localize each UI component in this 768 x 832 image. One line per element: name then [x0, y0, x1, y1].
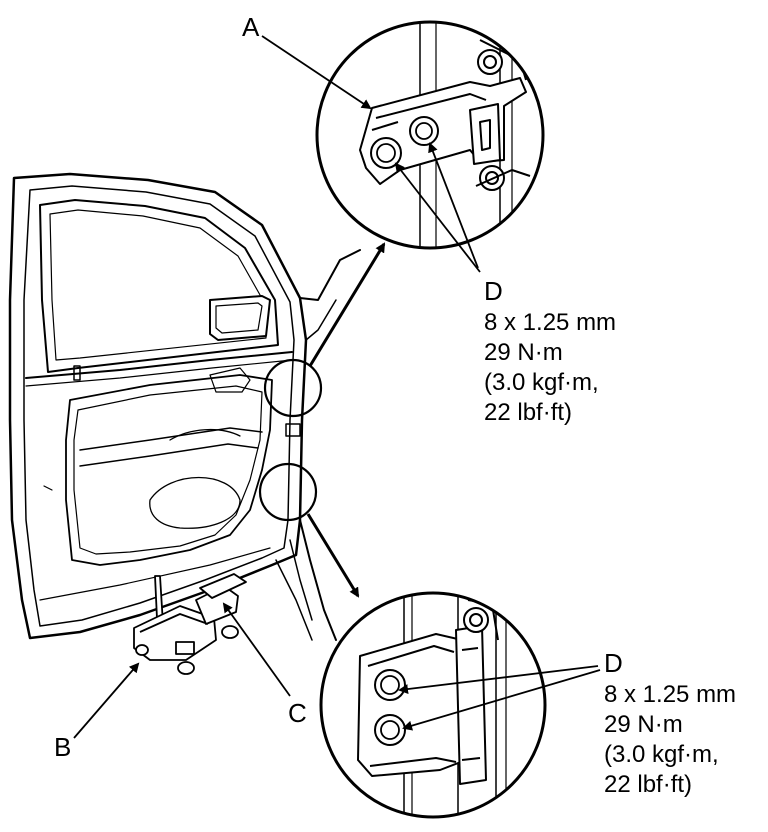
lower-hinge-bolt — [374, 669, 406, 701]
leader-d-top-2 — [428, 142, 479, 269]
label-b: B — [54, 732, 71, 762]
spec-top-thread: 8 x 1.25 mm — [484, 309, 616, 336]
floor-jack — [133, 573, 247, 675]
lower-hinge-bracket — [357, 633, 467, 777]
door-trim-panel — [65, 374, 273, 566]
spec-top-kgfm: (3.0 kgf·m, — [484, 369, 599, 396]
spec-bottom-lbfft: 22 lbf·ft) — [604, 771, 692, 798]
leader-d-bottom-1 — [398, 665, 599, 695]
lower-hinge-marker — [258, 462, 318, 522]
spec-top-nm: 29 N·m — [484, 339, 563, 366]
leader-a — [261, 35, 372, 110]
upper-hinge-detail — [315, 20, 545, 250]
upper-hinge-bolt — [409, 116, 439, 146]
leader-d-top-1 — [394, 162, 481, 273]
lower-hinge-detail — [319, 591, 547, 819]
door-outer-edge — [8, 172, 308, 640]
arrow-to-upper-detail — [308, 242, 386, 367]
upper-hinge-bolt — [370, 137, 402, 169]
lower-hinge-bolt — [374, 714, 406, 746]
upper-hinge-marker — [263, 358, 323, 418]
spec-bottom-nm: 29 N·m — [604, 711, 683, 738]
spec-bottom-thread: 8 x 1.25 mm — [604, 681, 736, 708]
torque-spec-top: 8 x 1.25 mm 29 N·m (3.0 kgf·m, 22 lbf·ft… — [484, 309, 616, 426]
label-d-bottom: D — [604, 648, 623, 678]
arrow-to-lower-detail — [306, 513, 360, 598]
label-c: C — [288, 698, 307, 728]
label-a: A — [242, 12, 260, 42]
spec-top-lbfft: 22 lbf·ft) — [484, 399, 572, 426]
label-d-top: D — [484, 276, 503, 306]
leader-b — [73, 662, 140, 739]
torque-spec-bottom: 8 x 1.25 mm 29 N·m (3.0 kgf·m, 22 lbf·ft… — [604, 681, 736, 798]
leader-c — [222, 602, 291, 697]
spec-bottom-kgfm: (3.0 kgf·m, — [604, 741, 719, 768]
mirror — [209, 295, 271, 341]
door-illustration — [8, 172, 361, 641]
leader-d-bottom-2 — [402, 669, 601, 731]
